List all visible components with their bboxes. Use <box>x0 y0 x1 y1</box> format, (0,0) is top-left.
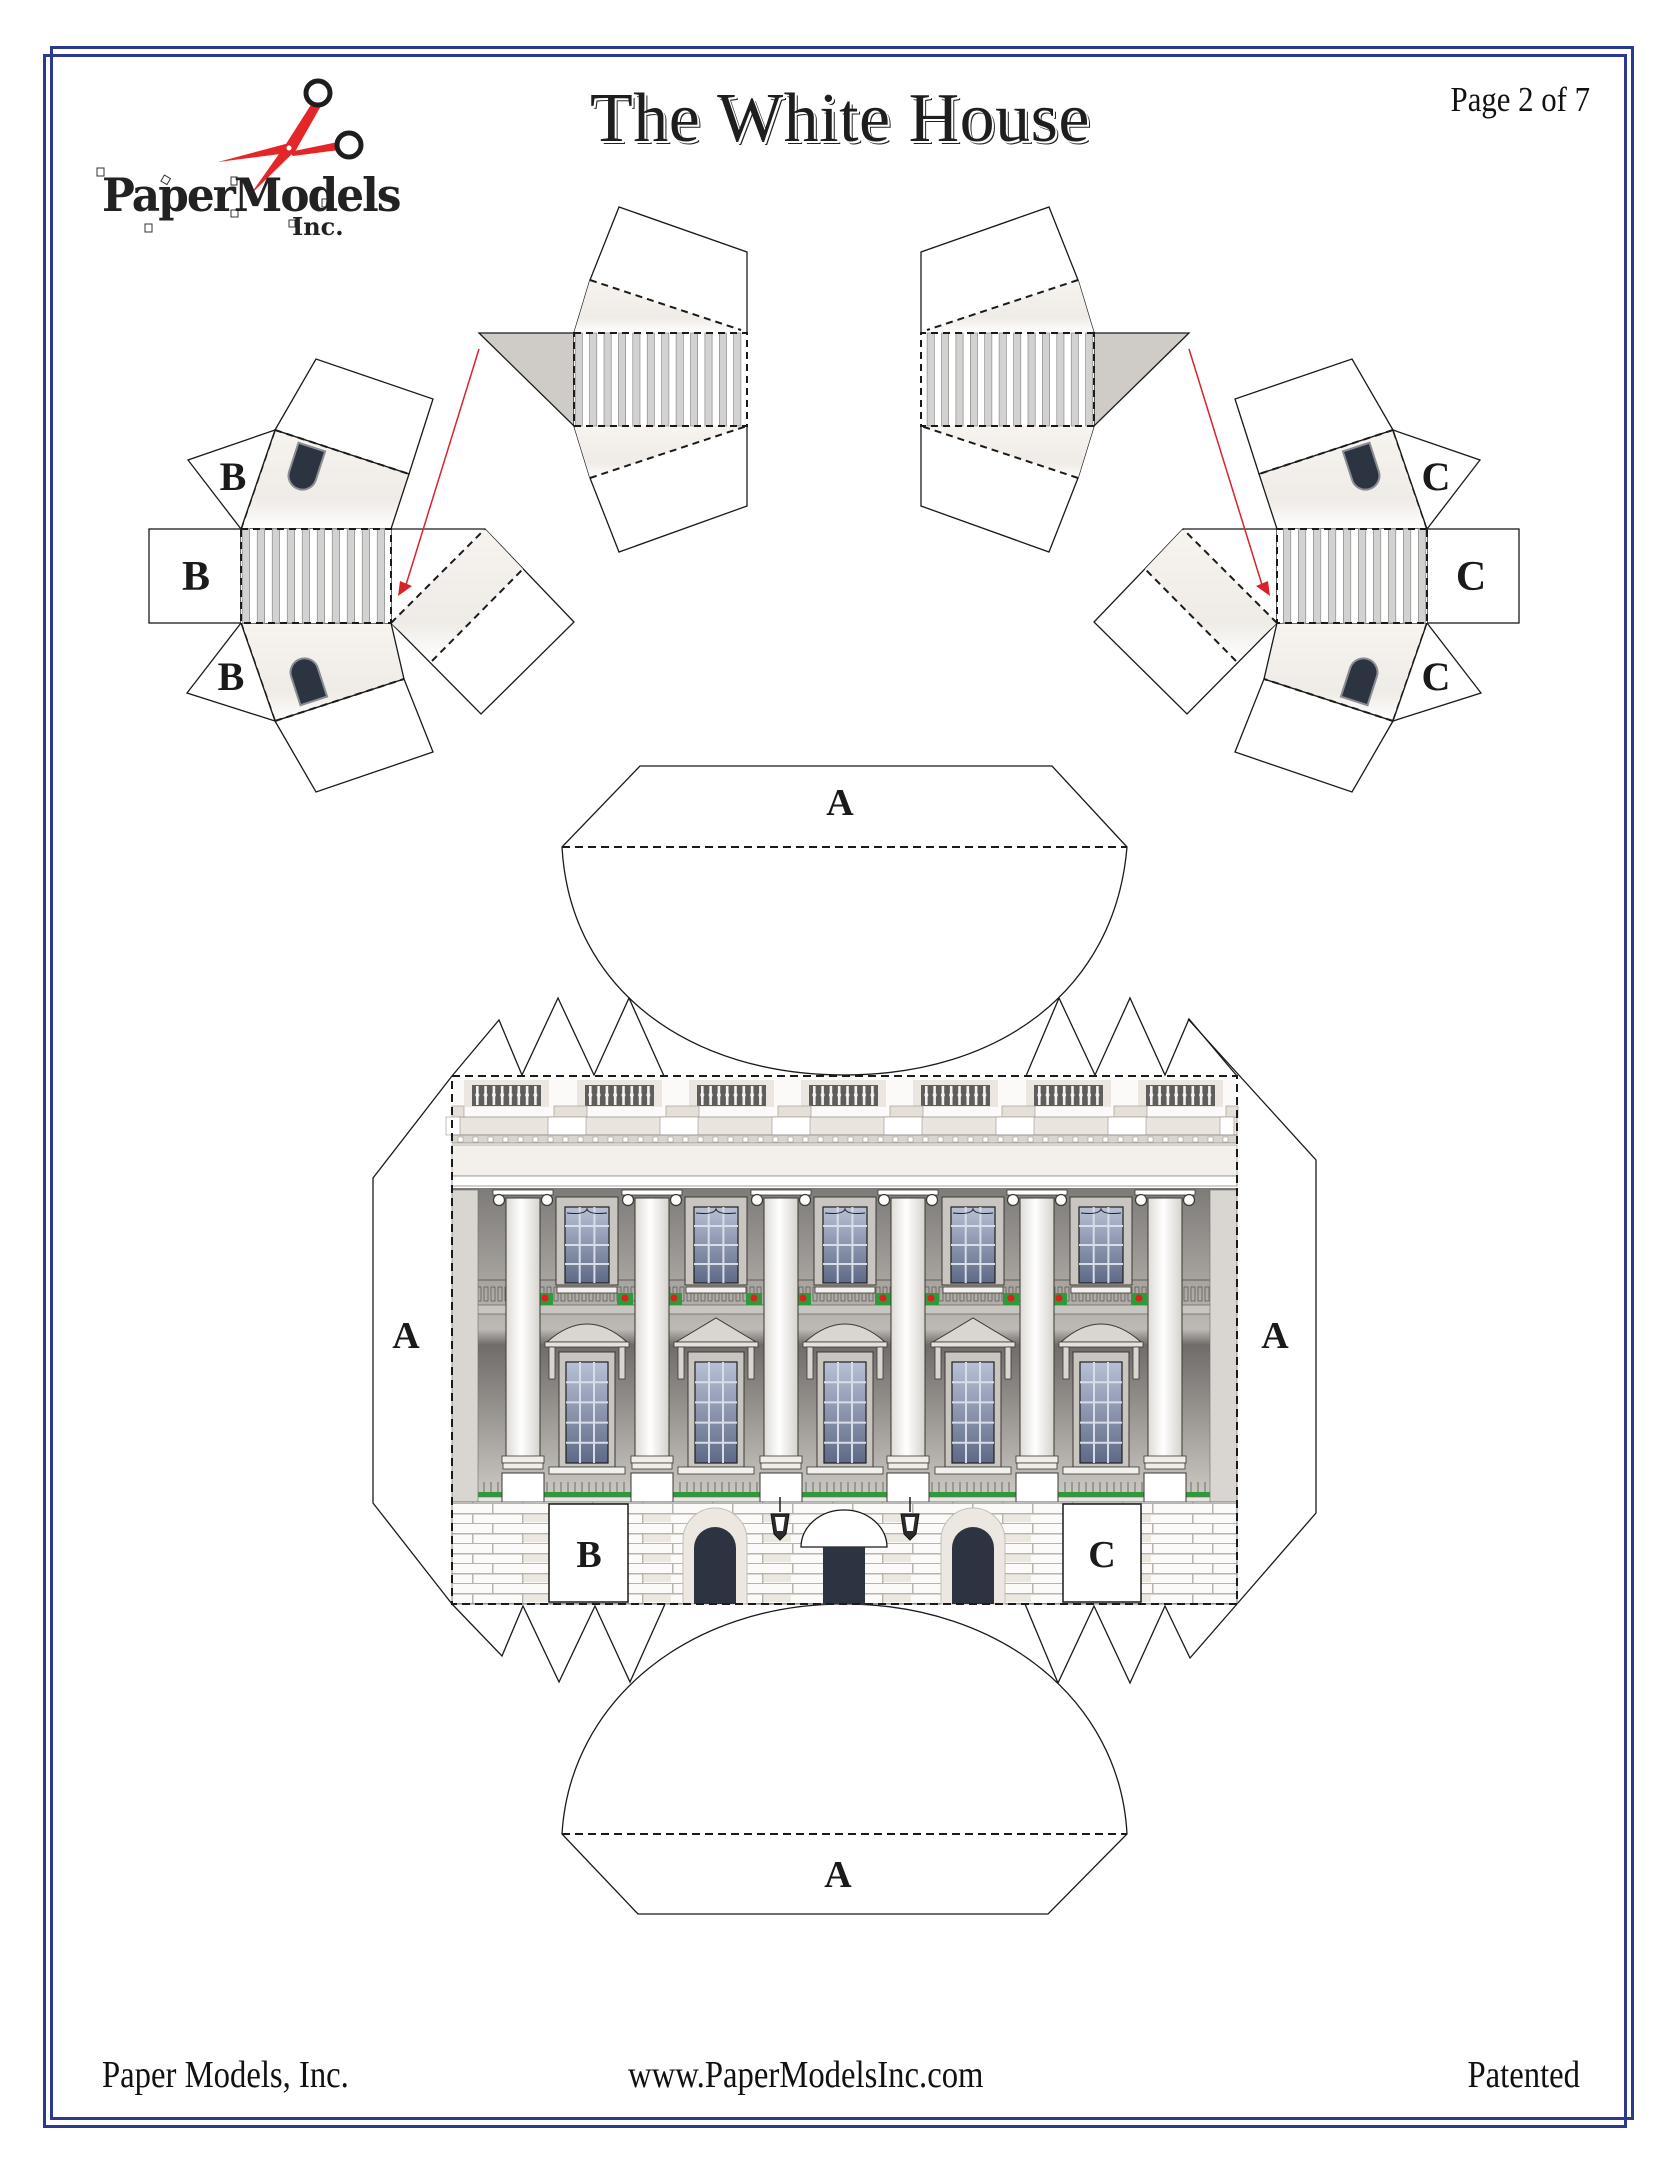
tab-label-c: C <box>1422 454 1451 499</box>
bottom-dome-panel-piece: A <box>561 1603 1128 1915</box>
panel-label-a: A <box>824 1854 852 1896</box>
top-dome-panel-piece: A <box>561 765 1128 1076</box>
right-roof-group <box>920 206 1520 793</box>
fold-arrow-icon <box>398 581 412 596</box>
logo-wordmark: PaperModels <box>102 168 401 222</box>
footer-patent-notice: Patented <box>1467 2054 1580 2096</box>
panel-label-a: A <box>826 782 854 824</box>
right-roof-wing-piece <box>1093 358 1520 793</box>
tab-label-b: B <box>182 554 210 600</box>
right-roof-cap-piece <box>920 206 1270 596</box>
scissors-icon <box>96 78 364 233</box>
side-tab-label-a-right: A <box>1261 1315 1289 1357</box>
tab-label-c: C <box>1456 554 1486 600</box>
tab-label-b: B <box>220 454 247 499</box>
dormer-window-icon <box>289 657 329 707</box>
left-roof-cap-piece <box>398 206 748 596</box>
footer-website-link[interactable]: www.PaperModelsInc.com <box>628 2054 984 2096</box>
page-title: The White House <box>590 80 1090 157</box>
page-indicator: Page 2 of 7 <box>1450 80 1590 119</box>
facade-glue-tabs <box>372 996 1317 1685</box>
side-tab-label-a-left: A <box>392 1315 420 1357</box>
tab-label-c: C <box>1422 654 1451 699</box>
page-border-inner <box>50 46 1634 2120</box>
logo-suffix: Inc. <box>292 212 344 241</box>
footer-company: Paper Models, Inc. <box>102 2054 349 2096</box>
page-border-outer <box>43 54 1627 2128</box>
glue-box-label-b: B <box>576 1534 601 1576</box>
facade-piece: B C <box>445 1075 1239 1605</box>
glue-box-label-c: C <box>1088 1534 1115 1576</box>
logo: PaperModels Inc. <box>90 70 401 250</box>
tab-label-b: B <box>218 654 245 699</box>
dormer-window-icon <box>287 441 327 491</box>
left-roof-wing-piece: B B B <box>148 358 575 793</box>
